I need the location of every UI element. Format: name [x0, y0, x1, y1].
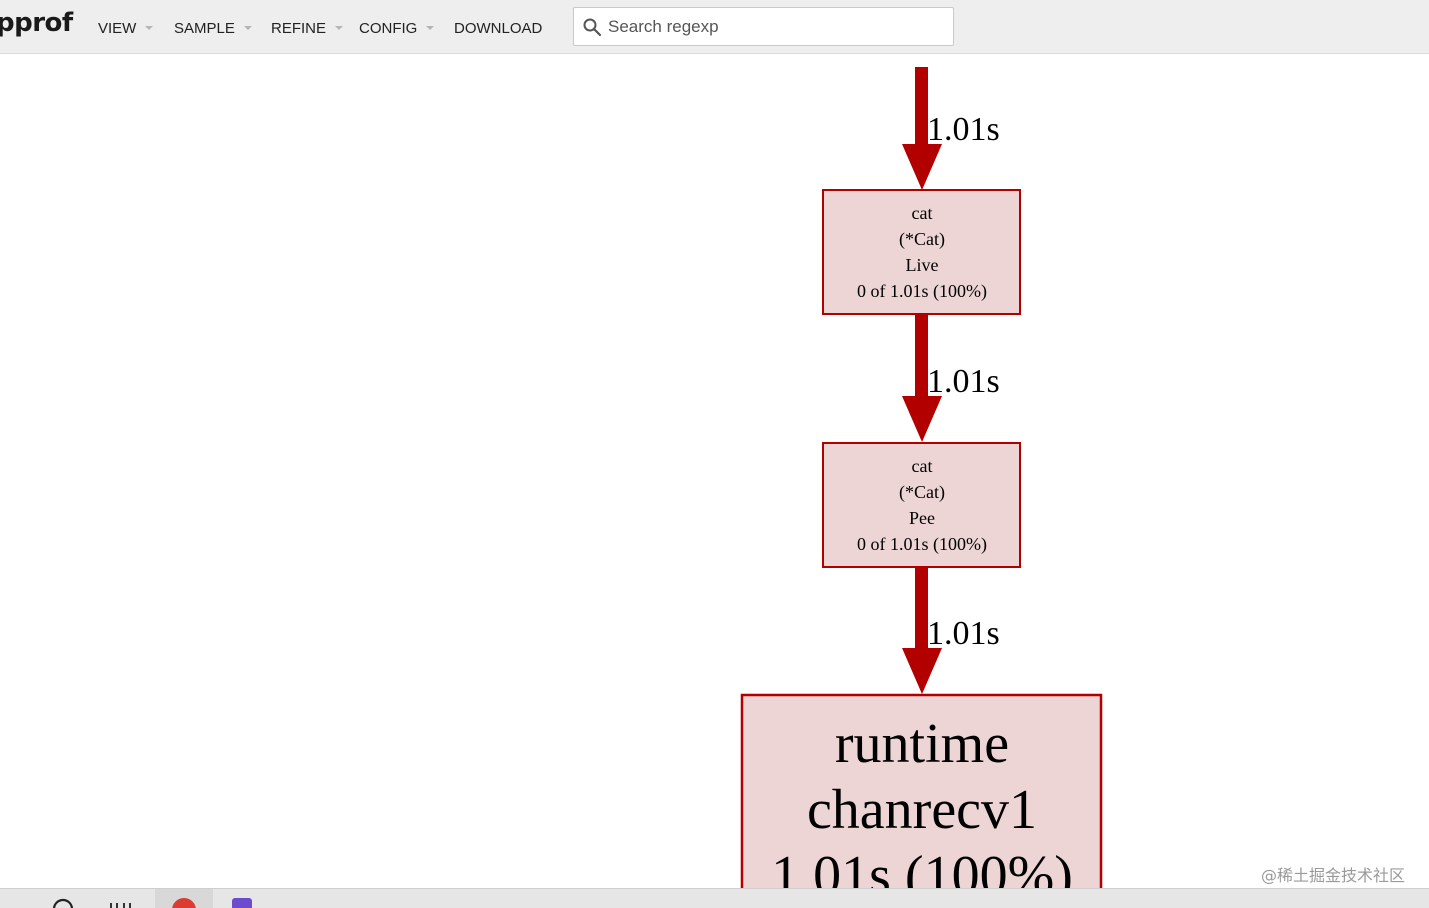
edge-label: 1.01s	[927, 111, 1000, 148]
search-box[interactable]	[573, 7, 954, 46]
node-label-line: 1.01s (100%)	[771, 845, 1073, 888]
menu-sample-label: SAMPLE	[174, 19, 235, 37]
graph-node-chanrecv1[interactable]: runtime chanrecv1 1.01s (100%)	[740, 693, 1103, 888]
search-icon	[583, 18, 602, 37]
watermark: @稀土掘金技术社区	[1260, 866, 1405, 885]
call-graph-canvas: 1.01s cat (*Cat) Live 0 of 1.01s (100%) …	[740, 67, 1103, 888]
menu-sample[interactable]: SAMPLE	[174, 18, 252, 38]
search-input[interactable]	[608, 14, 938, 40]
menu-refine[interactable]: REFINE	[271, 18, 344, 38]
call-graph[interactable]: 1.01s cat (*Cat) Live 0 of 1.01s (100%) …	[0, 55, 1429, 888]
menu-config-label: CONFIG	[359, 19, 418, 37]
taskbar-icons	[52, 889, 252, 908]
node-label-line: (*Cat)	[899, 229, 945, 250]
menu-download-label: DOWNLOAD	[454, 19, 543, 37]
node-label-line: (*Cat)	[899, 482, 945, 503]
menu-config[interactable]: CONFIG	[359, 18, 435, 38]
menu-refine-label: REFINE	[271, 19, 327, 37]
graph-node-pee[interactable]: cat (*Cat) Pee 0 of 1.01s (100%)	[822, 442, 1021, 568]
edge-label: 1.01s	[927, 615, 1000, 652]
node-label-line: chanrecv1	[807, 779, 1037, 841]
graph-edge[interactable]: 1.01s	[902, 67, 1000, 190]
taskbar	[0, 888, 1429, 908]
node-label-line: Live	[906, 255, 939, 275]
node-label-line: cat	[912, 456, 933, 476]
task-view-icon[interactable]	[110, 903, 131, 908]
chevron-down-icon	[335, 26, 344, 30]
node-label-line: cat	[912, 203, 933, 223]
search-icon[interactable]	[52, 898, 74, 908]
chevron-down-icon	[243, 26, 252, 30]
app-logo[interactable]: pprof	[0, 8, 73, 38]
graph-edge[interactable]: 1.01s	[902, 315, 1000, 442]
chevron-down-icon	[145, 26, 154, 30]
app-icon[interactable]	[232, 898, 252, 908]
graph-node-live[interactable]: cat (*Cat) Live 0 of 1.01s (100%)	[822, 189, 1021, 315]
edge-label: 1.01s	[927, 363, 1000, 400]
chrome-icon[interactable]	[172, 898, 196, 908]
chevron-down-icon	[426, 26, 435, 30]
node-label-line: 0 of 1.01s (100%)	[857, 281, 987, 302]
node-label-line: Pee	[909, 508, 935, 528]
menu-download[interactable]: DOWNLOAD	[454, 18, 542, 38]
node-label-line: 0 of 1.01s (100%)	[857, 534, 987, 555]
node-label-line: runtime	[835, 713, 1009, 775]
menu-view[interactable]: VIEW	[98, 18, 154, 38]
top-toolbar: pprof VIEW SAMPLE REFINE CONFIG DOWNLOAD	[0, 0, 1429, 54]
graph-edge[interactable]: 1.01s	[902, 567, 1000, 694]
menu-view-label: VIEW	[98, 19, 137, 37]
